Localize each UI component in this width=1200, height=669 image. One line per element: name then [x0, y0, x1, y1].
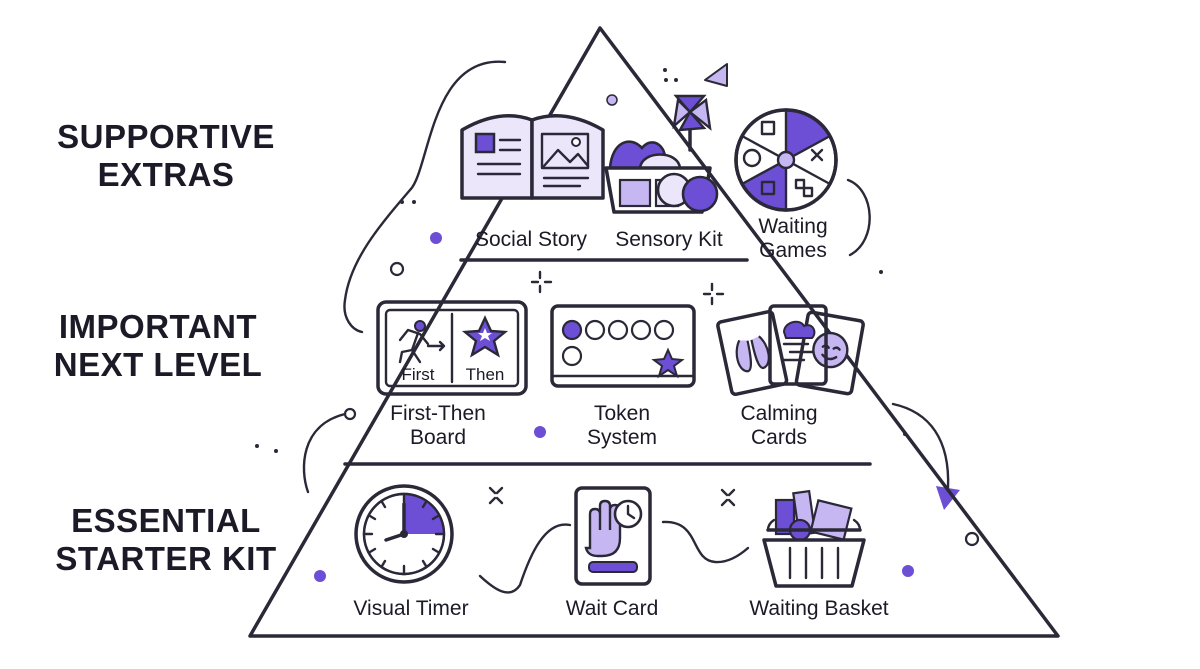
first-then-then-text: Then: [466, 365, 505, 384]
item-label-first-then-board: First-Then Board: [390, 402, 486, 449]
pyramid-outline: [248, 26, 1060, 638]
item-label-token-system: Token System: [586, 402, 658, 449]
decorative-connectors: [302, 60, 960, 594]
clock-timer-icon: [354, 484, 454, 584]
item-label-sensory-kit: Sensory Kit: [615, 228, 723, 251]
timer-fill-wedge: [404, 494, 444, 534]
token: [607, 319, 629, 341]
game-spinner-icon: [734, 108, 838, 212]
item-label-social-story: Social Story: [474, 228, 588, 251]
open-book-icon: [460, 114, 605, 200]
item-label-visual-timer: Visual Timer: [353, 597, 469, 620]
item-label-calming-cards: Calming Cards: [740, 402, 818, 449]
tier-label-supportive-extras: SUPPORTIVE EXTRAS: [57, 118, 275, 193]
first-then-first-text: First: [401, 365, 434, 384]
item-label-waiting-basket: Waiting Basket: [749, 597, 889, 620]
first-then-board-icon: First Then: [376, 300, 528, 396]
decorative-dots: [255, 68, 980, 582]
token: [630, 319, 652, 341]
basket-icon: [762, 489, 866, 588]
token: [561, 345, 583, 367]
item-label-wait-card: Wait Card: [565, 597, 659, 620]
token-board-icon: [550, 304, 696, 388]
tier-label-important-next-level: IMPORTANT NEXT LEVEL: [53, 308, 263, 383]
token: [561, 319, 583, 341]
token-row: [561, 319, 675, 367]
calming-cards-icon: [716, 304, 865, 396]
token: [653, 319, 675, 341]
tier-label-essential-starter-kit: ESSENTIAL STARTER KIT: [55, 502, 277, 577]
sensory-basket-icon: [604, 94, 719, 214]
token: [584, 319, 606, 341]
wait-hand-card-icon: [574, 486, 652, 586]
item-label-waiting-games: Waiting Games: [758, 215, 828, 262]
